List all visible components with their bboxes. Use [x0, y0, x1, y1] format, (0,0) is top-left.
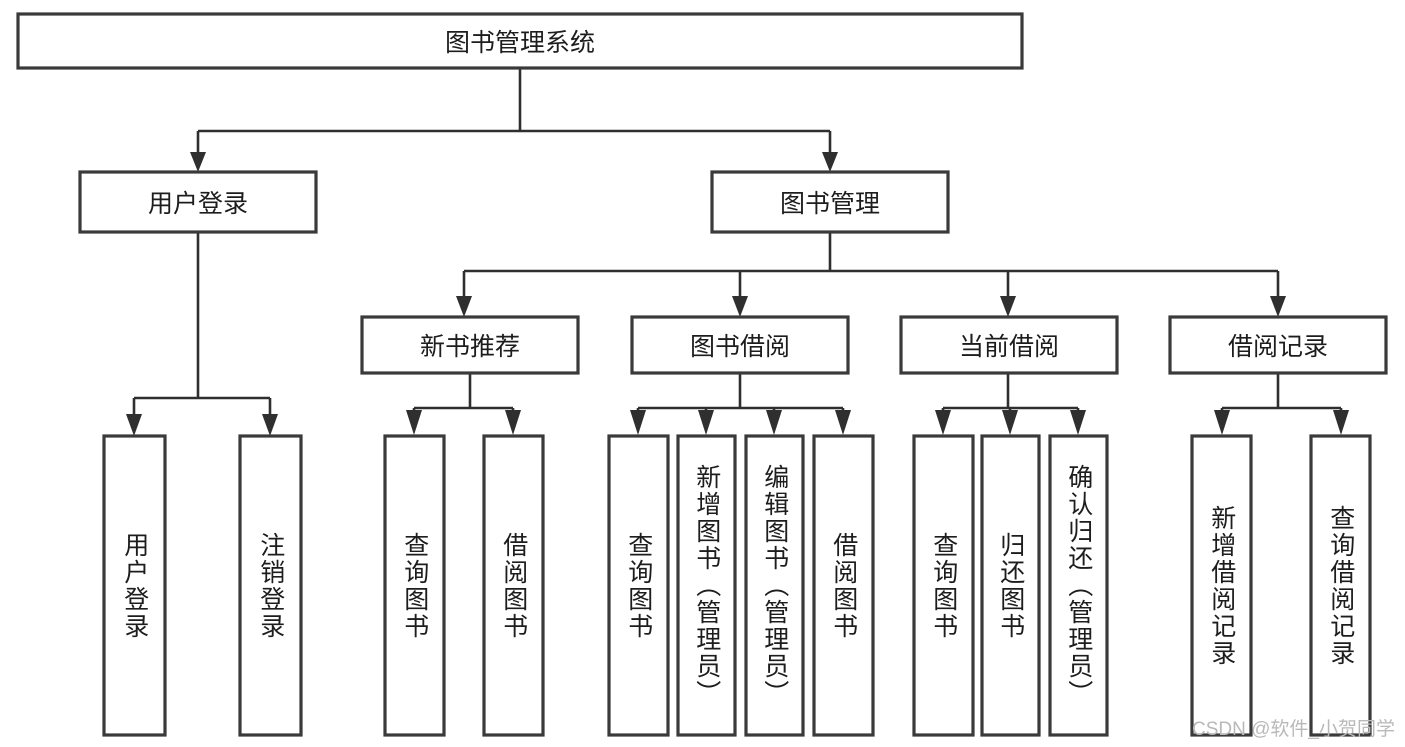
node-box-book-borrow[interactable]: [630, 315, 850, 375]
connector-group-borrow-record: [1214, 373, 1349, 435]
node-box-borrow-record[interactable]: [1168, 315, 1388, 375]
arrow-to-borrow-book-2: [835, 410, 851, 435]
arrow-to-current-borrow: [1000, 296, 1016, 317]
arrow-to-query-record: [1333, 410, 1349, 435]
arrow-to-new-book-rec: [456, 296, 472, 317]
connector-group-user-login: [126, 232, 278, 436]
arrow-to-add-record: [1214, 410, 1230, 435]
node-box-leaf-add-record[interactable]: [1190, 434, 1253, 737]
connector-group-new-book-rec: [406, 373, 521, 435]
node-box-leaf-logout[interactable]: [238, 434, 303, 737]
arrow-to-query-book-3: [935, 410, 951, 435]
arrow-to-return-book: [1002, 410, 1018, 435]
node-box-leaf-user-login[interactable]: [102, 434, 167, 737]
node-box-leaf-query-book-1[interactable]: [383, 434, 446, 737]
arrow-to-add-book: [698, 410, 714, 435]
node-box-current-borrow[interactable]: [899, 315, 1119, 375]
node-box-leaf-query-book-2[interactable]: [607, 434, 670, 737]
node-box-leaf-edit-book[interactable]: [744, 434, 805, 737]
arrow-to-book-borrow: [732, 296, 748, 317]
connector-group-book-borrow: [630, 373, 851, 435]
connector-group-current-borrow: [935, 373, 1086, 435]
arrow-to-leaf-logout: [262, 414, 278, 436]
node-box-root[interactable]: [16, 12, 1024, 70]
node-box-leaf-query-book-3[interactable]: [912, 434, 975, 737]
node-box-leaf-borrow-book-1[interactable]: [482, 434, 545, 737]
arrow-to-query-book-2: [630, 410, 646, 435]
arrow-to-edit-book: [766, 410, 782, 435]
connector-group-book-manage: [456, 232, 1286, 317]
node-box-leaf-borrow-book-2[interactable]: [812, 434, 875, 737]
node-box-leaf-add-book[interactable]: [676, 434, 737, 737]
arrow-to-borrow-record: [1270, 296, 1286, 317]
node-box-leaf-query-record[interactable]: [1309, 434, 1372, 737]
connector-group-root: [190, 68, 838, 172]
node-box-book-manage[interactable]: [710, 170, 950, 234]
arrow-to-query-book-1: [406, 410, 422, 435]
node-box-user-login[interactable]: [78, 170, 318, 234]
arrow-to-confirm-return: [1070, 410, 1086, 435]
node-box-new-book-rec[interactable]: [360, 315, 580, 375]
arrow-to-leaf-user-login: [126, 414, 142, 436]
node-box-leaf-return-book[interactable]: [980, 434, 1041, 737]
arrow-to-user-login: [190, 152, 206, 172]
arrow-to-borrow-book-1: [505, 410, 521, 435]
node-box-leaf-confirm-return[interactable]: [1048, 434, 1109, 737]
csdn-watermark: CSDN @软件_小贺同学: [1192, 719, 1395, 740]
arrow-to-book-manage: [822, 152, 838, 172]
